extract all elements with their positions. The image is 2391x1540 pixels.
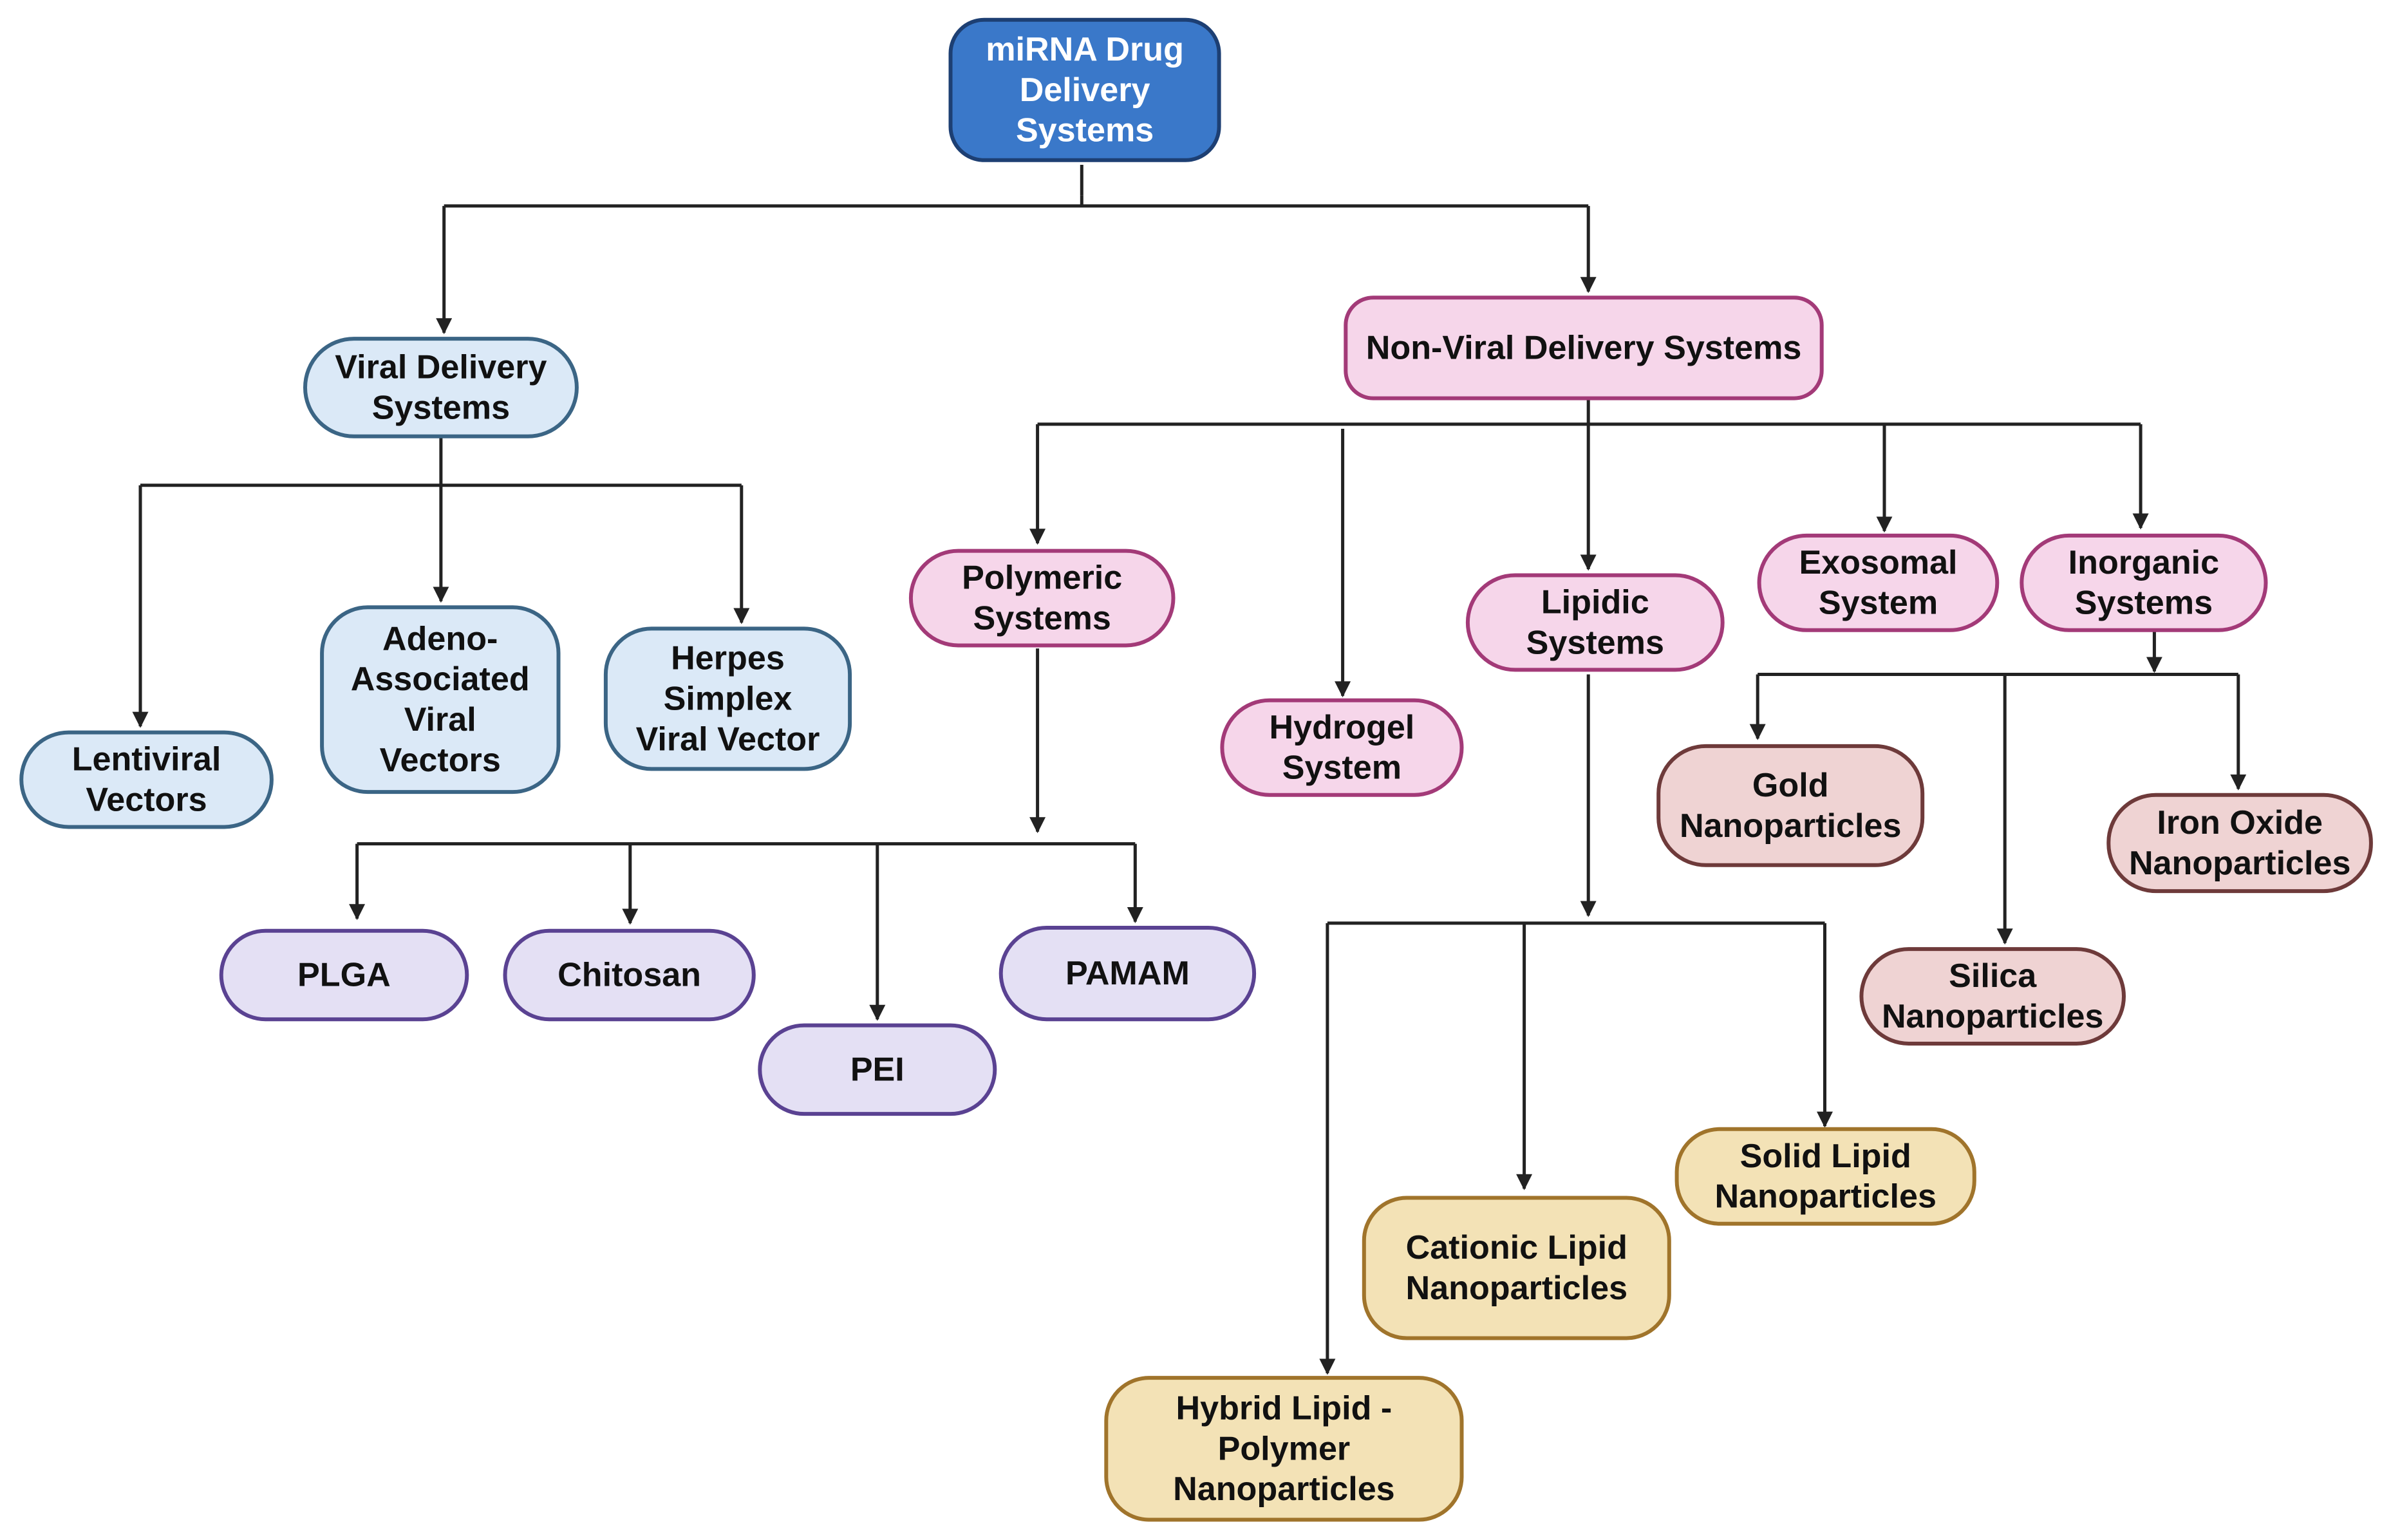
node-pamam: PAMAM	[999, 926, 1257, 1022]
node-herpes-label: Simplex	[664, 681, 792, 718]
node-silica-box	[1859, 947, 2126, 1046]
node-nonviral: Non-Viral Delivery Systems	[1344, 296, 1824, 400]
node-hydrogel-label: Hydrogel	[1270, 709, 1415, 746]
node-aav-label: Adeno-	[382, 620, 498, 657]
node-pei: PEI	[758, 1023, 997, 1116]
connectors	[132, 165, 2247, 1375]
node-pamam-label: PAMAM	[1065, 955, 1190, 992]
node-exosomal-label: System	[1819, 585, 1938, 622]
node-solid-label: Solid Lipid	[1740, 1138, 1911, 1175]
node-viral-label: Systems	[372, 389, 510, 426]
node-hydrogel-box	[1220, 698, 1464, 797]
node-herpes-box	[603, 626, 852, 771]
node-root-box	[948, 17, 1221, 162]
node-pamam-box	[999, 926, 1257, 1022]
node-polymeric-label: Systems	[973, 599, 1111, 637]
node-hybrid-label: Nanoparticles	[1173, 1470, 1395, 1508]
node-polymeric-box	[908, 549, 1176, 648]
node-root-label: miRNA Drug	[986, 31, 1184, 68]
node-aav-label: Viral	[404, 701, 476, 738]
node-solid-label: Nanoparticles	[1714, 1178, 1936, 1216]
node-lentiviral-box	[19, 730, 274, 829]
node-cationic-box	[1362, 1196, 1671, 1340]
node-gold-label: Nanoparticles	[1680, 807, 1902, 845]
node-chitosan-box	[503, 928, 756, 1022]
node-ironoxide-box	[2106, 793, 2373, 894]
node-pei-box	[758, 1023, 997, 1116]
node-inorganic-label: Systems	[2075, 585, 2213, 622]
node-silica-label: Silica	[1949, 957, 2037, 995]
node-silica-label: Nanoparticles	[1882, 998, 2104, 1035]
node-plga-label: PLGA	[297, 956, 391, 993]
node-inorganic-label: Inorganic	[2068, 544, 2219, 581]
node-viral-box	[303, 337, 579, 438]
node-ironoxide-label: Iron Oxide	[2157, 804, 2323, 841]
node-viral-label: Viral Delivery	[335, 349, 547, 386]
node-herpes-label: Viral Vector	[636, 720, 820, 758]
node-lentiviral-label: Vectors	[86, 782, 207, 819]
node-cationic-label: Nanoparticles	[1406, 1270, 1628, 1307]
node-aav-label: Vectors	[380, 742, 501, 779]
node-ironoxide-label: Nanoparticles	[2129, 845, 2351, 882]
node-plga: PLGA	[219, 928, 469, 1022]
node-hybrid-label: Hybrid Lipid -	[1176, 1390, 1392, 1427]
node-exosomal-box	[1757, 533, 2000, 632]
node-root-label: Systems	[1016, 112, 1154, 149]
node-cationic-label: Cationic Lipid	[1406, 1229, 1627, 1266]
node-pei-label: PEI	[850, 1051, 905, 1088]
node-hybrid-box	[1104, 1376, 1464, 1522]
node-solid-box	[1674, 1127, 1976, 1226]
node-root-label: Delivery	[1020, 71, 1150, 109]
node-herpes-label: Herpes	[671, 640, 785, 677]
node-chitosan-label: Chitosan	[558, 956, 701, 993]
node-aav-label: Associated	[351, 661, 530, 698]
node-lipidic-label: Lipidic	[1541, 584, 1649, 621]
node-chitosan: Chitosan	[503, 928, 756, 1022]
node-lentiviral-label: Lentiviral	[72, 741, 221, 778]
node-gold-label: Gold	[1752, 767, 1829, 804]
node-nonviral-label: Non-Viral Delivery Systems	[1366, 329, 1802, 366]
node-exosomal-label: Exosomal	[1799, 544, 1957, 581]
node-lipidic-label: Systems	[1526, 624, 1664, 661]
node-inorganic-box	[2020, 533, 2268, 632]
node-hydrogel-label: System	[1282, 749, 1402, 787]
node-hybrid-label: Polymer	[1218, 1430, 1351, 1467]
node-nonviral-box	[1344, 296, 1824, 400]
node-lipidic-box	[1465, 573, 1725, 672]
node-gold-box	[1656, 744, 1925, 867]
node-aav-box	[320, 605, 561, 794]
node-plga-box	[219, 928, 469, 1022]
node-polymeric-label: Polymeric	[962, 559, 1122, 597]
